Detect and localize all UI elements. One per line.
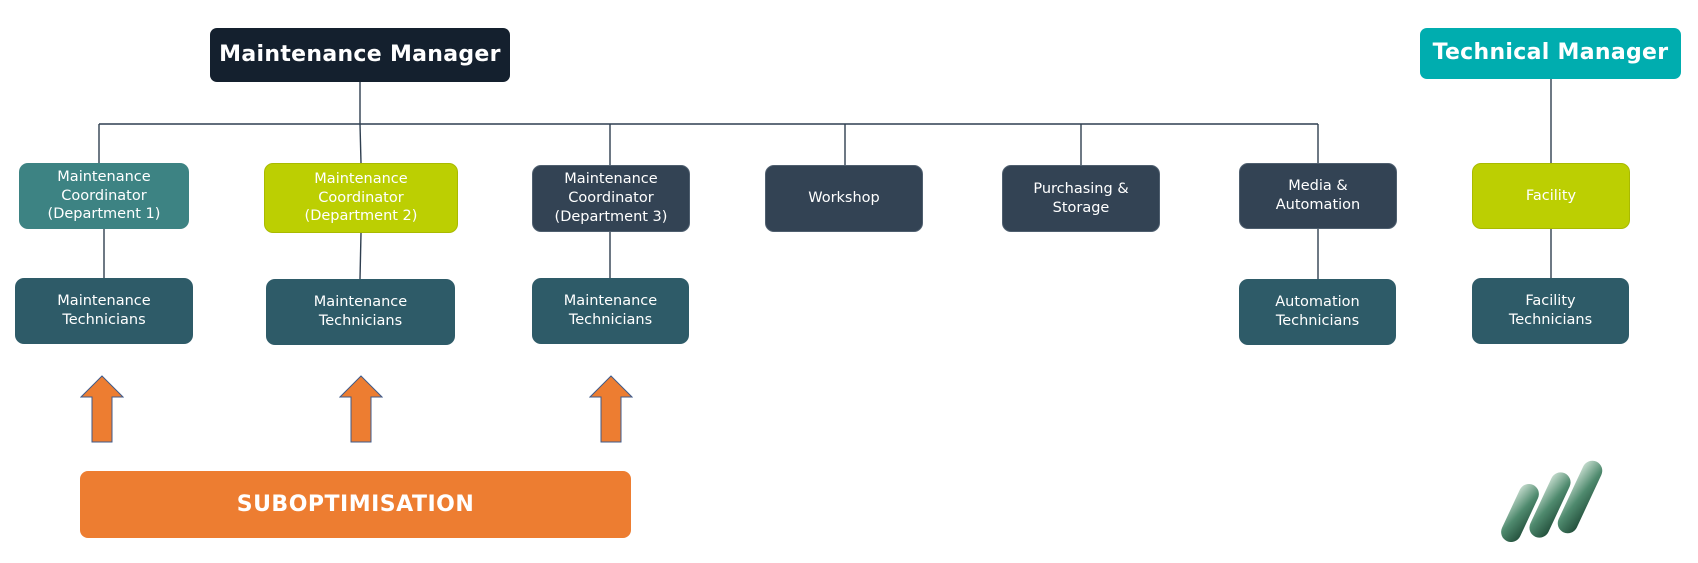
automation-technicians-node: Automation Technicians <box>1239 279 1396 345</box>
up-arrow-icon <box>589 375 633 443</box>
suboptimisation-banner: SUBOPTIMISATION <box>80 471 631 538</box>
three-bars-logo <box>1501 460 1603 542</box>
coordinator-department-2-node: Maintenance Coordinator (Department 2) <box>264 163 458 233</box>
maintenance-manager-node: Maintenance Manager <box>210 28 510 82</box>
workshop-node: Workshop <box>765 165 923 232</box>
facility-node: Facility <box>1472 163 1630 229</box>
connector-coord2-tech <box>359 232 362 280</box>
purchasing-storage-node: Purchasing & Storage <box>1002 165 1160 232</box>
connector-drop-coord2 <box>359 123 362 164</box>
coordinator-department-1-node: Maintenance Coordinator (Department 1) <box>19 163 189 229</box>
maintenance-technicians-dept3-node: Maintenance Technicians <box>532 278 689 344</box>
media-automation-node: Media & Automation <box>1239 163 1397 229</box>
facility-technicians-node: Facility Technicians <box>1472 278 1629 344</box>
coordinator-department-3-node: Maintenance Coordinator (Department 3) <box>532 165 690 232</box>
maintenance-technicians-dept2-node: Maintenance Technicians <box>266 279 455 345</box>
up-arrow-icon <box>80 375 124 443</box>
technical-manager-node: Technical Manager <box>1420 28 1681 79</box>
maintenance-technicians-dept1-node: Maintenance Technicians <box>15 278 193 344</box>
up-arrow-icon <box>339 375 383 443</box>
